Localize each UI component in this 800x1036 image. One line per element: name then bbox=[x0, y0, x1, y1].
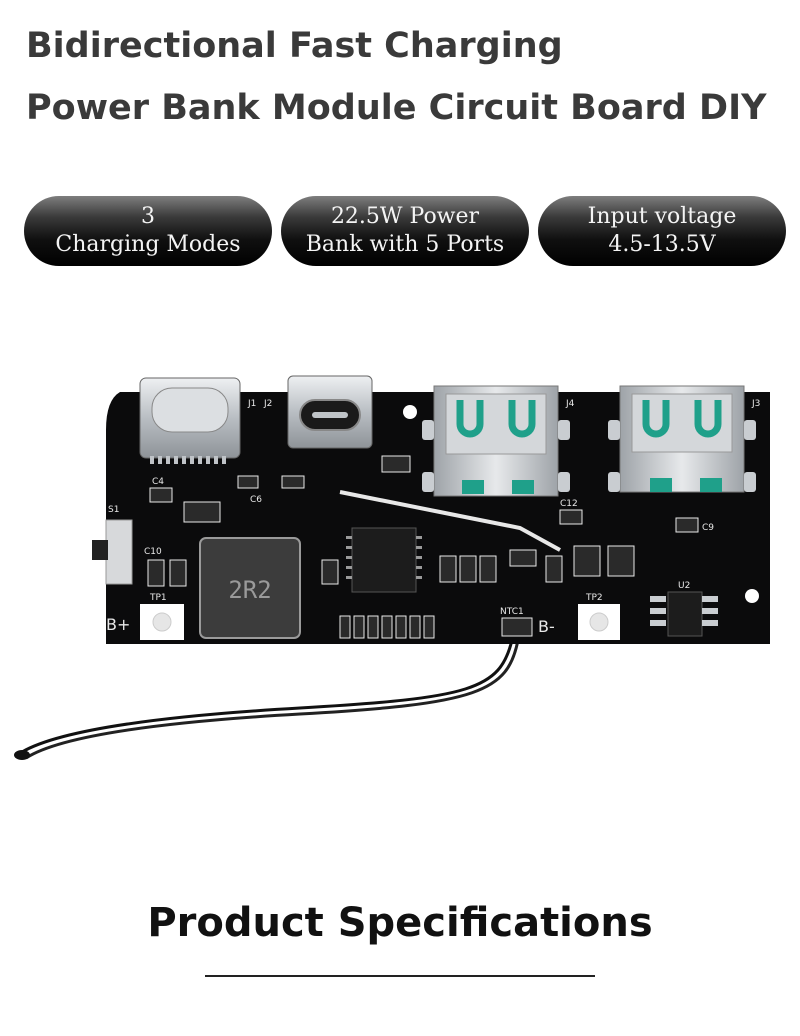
chip-u2 bbox=[667, 591, 703, 637]
ntc-probe bbox=[14, 750, 30, 760]
label-j2: J2 bbox=[263, 399, 272, 409]
ntc-wire-2 bbox=[25, 639, 520, 760]
title-line-1: Bidirectional Fast Charging bbox=[26, 26, 563, 66]
main-ic bbox=[351, 527, 417, 593]
label-ntc: NTC1 bbox=[500, 607, 524, 617]
label-c10: C10 bbox=[144, 547, 162, 557]
label-c4: C4 bbox=[152, 477, 164, 487]
switch-s1 bbox=[105, 519, 133, 585]
badge-line-2: Bank with 5 Ports bbox=[305, 232, 505, 257]
product-image: 2R2 bbox=[0, 360, 800, 780]
ntc-wire bbox=[21, 639, 514, 754]
divider bbox=[205, 975, 595, 977]
label-b-plus: B+ bbox=[106, 615, 130, 634]
label-j3: J3 bbox=[751, 399, 760, 409]
pin-row bbox=[150, 456, 226, 464]
badge-charging-modes: 3 Charging Modes bbox=[24, 196, 272, 266]
label-s1: S1 bbox=[108, 505, 119, 515]
badge-input-voltage: Input voltage 4.5-13.5V bbox=[538, 196, 786, 266]
label-tp1: TP1 bbox=[149, 593, 167, 603]
section-title: Product Specifications bbox=[147, 900, 653, 946]
label-tp2: TP2 bbox=[585, 593, 603, 603]
silk-trace bbox=[339, 490, 561, 552]
badge-line-2: 4.5-13.5V bbox=[608, 232, 716, 257]
badge-power-ports: 22.5W Power Bank with 5 Ports bbox=[281, 196, 529, 266]
badge-line-1: Input voltage bbox=[587, 204, 737, 229]
label-j1: J1 bbox=[247, 399, 256, 409]
label-b-minus: B- bbox=[538, 617, 555, 636]
label-j4: J4 bbox=[565, 399, 575, 409]
title-line-2: Power Bank Module Circuit Board DIY bbox=[26, 88, 767, 128]
inductor-label: 2R2 bbox=[228, 576, 271, 604]
inductor bbox=[199, 537, 301, 639]
badge-line-1: 3 bbox=[141, 204, 155, 229]
label-c9: C9 bbox=[702, 523, 714, 533]
badge-line-1: 22.5W Power bbox=[330, 204, 480, 229]
label-u2: U2 bbox=[678, 581, 690, 591]
label-c6: C6 bbox=[250, 495, 262, 505]
circuit-board-illustration: 2R2 bbox=[14, 375, 770, 760]
badge-line-2: Charging Modes bbox=[55, 232, 241, 257]
mount-hole bbox=[745, 589, 759, 603]
smd-components bbox=[147, 455, 699, 639]
mount-hole bbox=[403, 405, 417, 419]
label-c12: C12 bbox=[560, 499, 578, 509]
